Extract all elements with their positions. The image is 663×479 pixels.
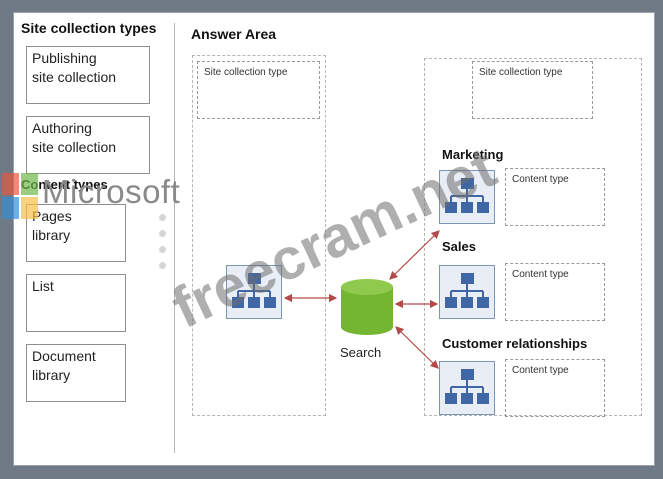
microsoft-logo-icon xyxy=(2,173,38,219)
option-line: Pages xyxy=(32,208,72,224)
document-library-option[interactable]: Document library xyxy=(26,344,126,402)
diagram-frame: Site collection types Publishing site co… xyxy=(2,12,655,466)
sales-hierarchy-icon xyxy=(439,265,495,319)
marketing-content-type-slot[interactable]: Content type xyxy=(505,168,605,226)
sales-label: Sales xyxy=(442,239,476,254)
option-line: library xyxy=(32,227,71,243)
authoring-site-collection-option[interactable]: Authoring site collection xyxy=(26,116,150,174)
customer-relationships-hierarchy-icon xyxy=(439,361,495,415)
content-types-heading: Content types xyxy=(21,177,108,192)
option-line: List xyxy=(32,278,54,294)
marketing-label: Marketing xyxy=(442,147,504,162)
connector-arrows xyxy=(283,230,440,369)
option-line: library xyxy=(32,367,71,383)
option-line: Document xyxy=(32,348,96,364)
left-site-collection-slot[interactable]: Site collection type xyxy=(197,61,320,119)
sales-content-type-slot[interactable]: Content type xyxy=(505,263,605,321)
search-label: Search xyxy=(340,345,382,360)
drag-dot xyxy=(159,214,166,221)
drag-dot xyxy=(159,230,166,237)
option-line: Publishing xyxy=(32,50,97,66)
right-site-collection-slot[interactable]: Site collection type xyxy=(472,61,593,119)
panel-divider xyxy=(174,23,175,453)
option-line: site collection xyxy=(32,69,117,85)
option-line: Authoring xyxy=(32,120,92,136)
list-option[interactable]: List xyxy=(26,274,126,332)
drag-dot xyxy=(159,262,166,269)
site-collection-types-heading: Site collection types xyxy=(21,20,157,36)
publishing-site-collection-option[interactable]: Publishing site collection xyxy=(26,46,150,104)
customer-relationships-label: Customer relationships xyxy=(442,336,588,351)
left-site-container xyxy=(192,55,326,416)
microsoft-brand-text: Microsoft xyxy=(42,173,181,210)
pages-library-option[interactable]: Pages library xyxy=(26,204,126,262)
customer-relationships-content-type-slot[interactable]: Content type xyxy=(505,359,605,417)
answer-area-heading: Answer Area xyxy=(191,26,277,42)
marketing-hierarchy-icon xyxy=(439,170,495,224)
option-line: site collection xyxy=(32,139,117,155)
search-database-icon xyxy=(341,279,393,335)
drag-dot xyxy=(159,246,166,253)
site-hierarchy-icon xyxy=(226,265,282,319)
